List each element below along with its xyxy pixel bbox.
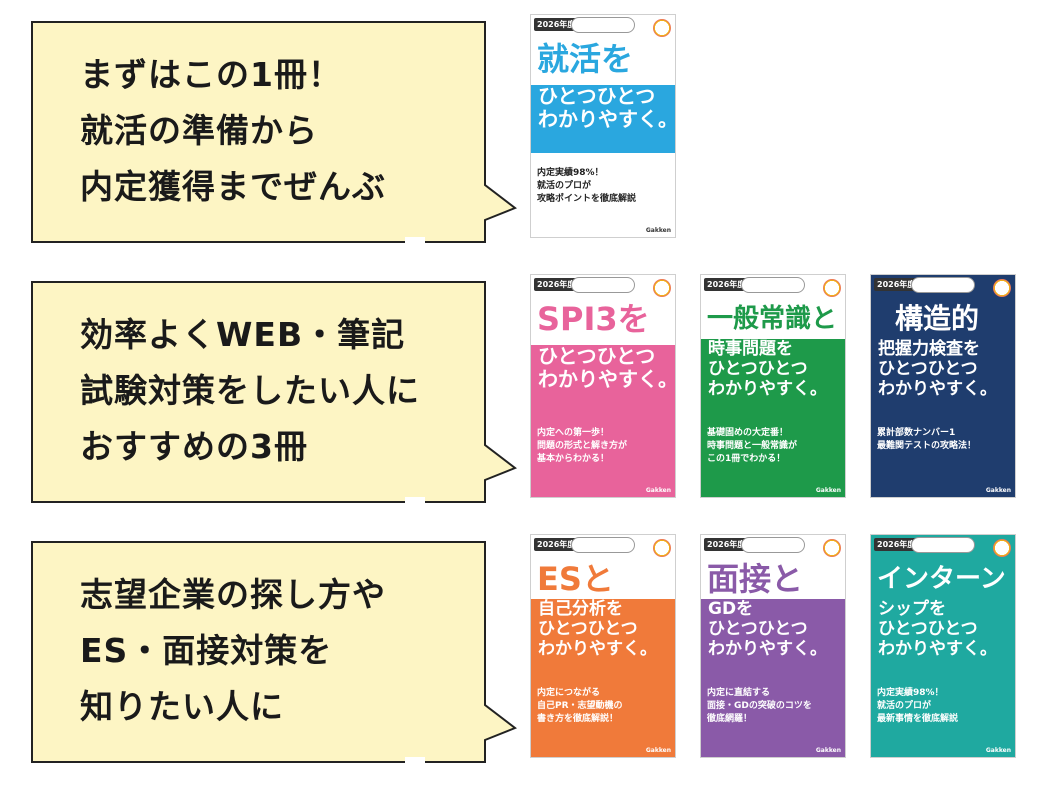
- bubble-line: 志望企業の探し方や: [80, 575, 386, 614]
- series-ribbon: [571, 17, 635, 33]
- book-title: 構造的: [895, 302, 980, 335]
- mascot-icon: [993, 279, 1011, 297]
- book-cover-internship[interactable]: 2026年度版 インターン シップを ひとつひとつ わかりやすく。 内定実績98…: [870, 534, 1016, 758]
- series-ribbon: [911, 277, 975, 293]
- book-title: 就活を: [537, 40, 634, 78]
- publisher-logo: Gakken: [645, 487, 671, 494]
- book-cover-structural[interactable]: 2026年度版 構造的 把握力検査を ひとつひとつ わかりやすく。 累計部数ナン…: [870, 274, 1016, 498]
- series-ribbon: [741, 277, 805, 293]
- book-cover-spi3[interactable]: 2026年度版 SPI3を ひとつひとつ わかりやすく。 内定への第一歩！ 問題…: [530, 274, 676, 498]
- book-tagline: 内定実績98%！ 就活のプロが 最新事情を徹底解説: [877, 688, 959, 724]
- book-subtitle: 時事問題を ひとつひとつ わかりやすく。: [701, 339, 845, 419]
- book-title: 面接と: [707, 560, 804, 598]
- book-tagline: 内定に直結する 面接・GDの突破のコツを 徹底網羅！: [707, 688, 812, 724]
- bubble-line: 内定獲得までぜんぶ: [80, 167, 386, 206]
- series-ribbon: [571, 277, 635, 293]
- publisher-logo: Gakken: [985, 747, 1011, 754]
- book-subtitle: 把握力検査を ひとつひとつ わかりやすく。: [878, 339, 997, 399]
- book-title: ESと: [537, 560, 614, 598]
- mascot-icon: [823, 539, 841, 557]
- book-tagline: 基礎固めの大定番！ 時事問題と一般常識が この1冊でわかる！: [707, 428, 798, 464]
- speech-bubble-shape: [31, 281, 518, 505]
- publisher-logo: Gakken: [645, 227, 671, 234]
- mascot-icon: [653, 19, 671, 37]
- bubble-line: 試験対策をしたい人に: [80, 371, 420, 410]
- bubble-text: 志望企業の探し方や ES・面接対策を 知りたい人に: [30, 540, 510, 762]
- row-1: まずはこの1冊！ 就活の準備から 内定獲得までぜんぶ 2026年度版 就活を ひ…: [0, 10, 1064, 245]
- bubble-line: 就活の準備から: [80, 111, 318, 150]
- series-ribbon: [571, 537, 635, 553]
- book-tagline: 内定につながる 自己PR・志望動機の 書き方を徹底解説！: [537, 688, 623, 724]
- bubble-line: おすすめの3冊: [80, 427, 308, 466]
- book-title: SPI3を: [537, 300, 650, 338]
- book-tagline: 内定への第一歩！ 問題の形式と解き方が 基本からわかる！: [537, 428, 628, 464]
- book-subtitle: GDを ひとつひとつ わかりやすく。: [701, 599, 845, 679]
- bubble-line: 知りたい人に: [80, 687, 284, 726]
- bubble-text: まずはこの1冊！ 就活の準備から 内定獲得までぜんぶ: [30, 20, 510, 242]
- bubble-line: 効率よくWEB・筆記: [80, 315, 406, 354]
- book-tagline: 内定実績98%！ 就活のプロが 攻略ポイントを徹底解説: [537, 168, 637, 204]
- series-ribbon: [911, 537, 975, 553]
- publisher-logo: Gakken: [815, 747, 841, 754]
- publisher-logo: Gakken: [985, 487, 1011, 494]
- book-cover-general-knowledge[interactable]: 2026年度版 一般常識と 時事問題を ひとつひとつ わかりやすく。 基礎固めの…: [700, 274, 846, 498]
- publisher-logo: Gakken: [815, 487, 841, 494]
- series-ribbon: [741, 537, 805, 553]
- book-title: インターン: [877, 564, 1006, 594]
- book-cover-interview[interactable]: 2026年度版 面接と GDを ひとつひとつ わかりやすく。 内定に直結する 面…: [700, 534, 846, 758]
- book-cover-shukatsu[interactable]: 2026年度版 就活を ひとつひとつ わかりやすく。 内定実績98%！ 就活のプ…: [530, 14, 676, 238]
- book-title: 一般常識と: [707, 304, 838, 334]
- bubble-line: ES・面接対策を: [80, 631, 333, 670]
- book-tagline: 累計部数ナンバー1 最難関テストの攻略法！: [877, 428, 977, 451]
- mascot-icon: [823, 279, 841, 297]
- publisher-logo: Gakken: [645, 747, 671, 754]
- book-subtitle: 自己分析を ひとつひとつ わかりやすく。: [531, 599, 675, 679]
- row-2: 効率よくWEB・筆記 試験対策をしたい人に おすすめの3冊 2026年度版 SP…: [0, 270, 1064, 505]
- mascot-icon: [653, 279, 671, 297]
- speech-bubble-shape: [31, 541, 518, 765]
- book-cover-es[interactable]: 2026年度版 ESと 自己分析を ひとつひとつ わかりやすく。 内定につながる…: [530, 534, 676, 758]
- bubble-line: まずはこの1冊！: [80, 55, 342, 94]
- row-3: 志望企業の探し方や ES・面接対策を 知りたい人に 2026年度版 ESと 自己…: [0, 530, 1064, 765]
- book-subtitle: ひとつひとつ わかりやすく。: [531, 85, 675, 155]
- mascot-icon: [653, 539, 671, 557]
- book-subtitle: ひとつひとつ わかりやすく。: [531, 345, 675, 415]
- speech-bubble-shape: [31, 21, 518, 245]
- bubble-text: 効率よくWEB・筆記 試験対策をしたい人に おすすめの3冊: [30, 280, 510, 502]
- book-subtitle: シップを ひとつひとつ わかりやすく。: [878, 599, 997, 659]
- mascot-icon: [993, 539, 1011, 557]
